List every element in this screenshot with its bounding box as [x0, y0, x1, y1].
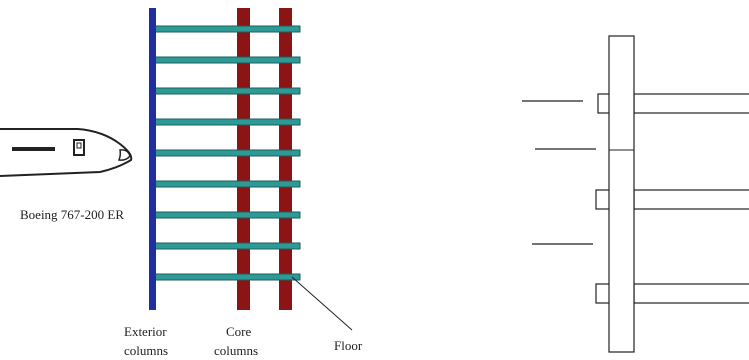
floor-slab: [151, 242, 301, 250]
floor-slab: [151, 149, 301, 157]
aircraft-door-window: [76, 142, 82, 149]
floor-slab: [151, 180, 301, 188]
detail-seat-connector: [595, 189, 611, 210]
core-column-1: [237, 8, 250, 310]
aircraft-door-icon: [73, 139, 85, 156]
detail-column: [608, 35, 635, 353]
core-columns-label-line1: Core: [226, 324, 252, 339]
detail-floor-truss: [633, 93, 749, 114]
floor-label: Floor: [334, 338, 363, 353]
aircraft-label: Boeing 767-200 ER: [20, 207, 124, 222]
aircraft-nose-cone: [117, 149, 131, 161]
exterior-column: [149, 8, 156, 310]
floor-slab: [151, 211, 301, 219]
fuselage-outline: [0, 128, 133, 177]
floor-slab: [151, 87, 301, 95]
core-column-2: [279, 8, 292, 310]
detail-floor-truss: [633, 189, 749, 210]
exterior-columns-label-line2: columns: [124, 343, 168, 358]
core-columns-label-line2: columns: [214, 343, 258, 358]
floor-slab: [151, 273, 301, 281]
connection-detail: [522, 35, 749, 353]
floor-slab: [151, 56, 301, 64]
floor-leader-line: [291, 276, 353, 331]
detail-floor-truss: [633, 283, 749, 304]
floor-slab: [151, 118, 301, 126]
detail-seat-connector: [595, 283, 611, 304]
floor-slab: [151, 25, 301, 33]
floor-slabs: [151, 25, 301, 281]
exterior-columns-label-line1: Exterior: [124, 324, 167, 339]
tower-section: [149, 8, 353, 331]
boeing-767-aircraft: [0, 128, 133, 177]
